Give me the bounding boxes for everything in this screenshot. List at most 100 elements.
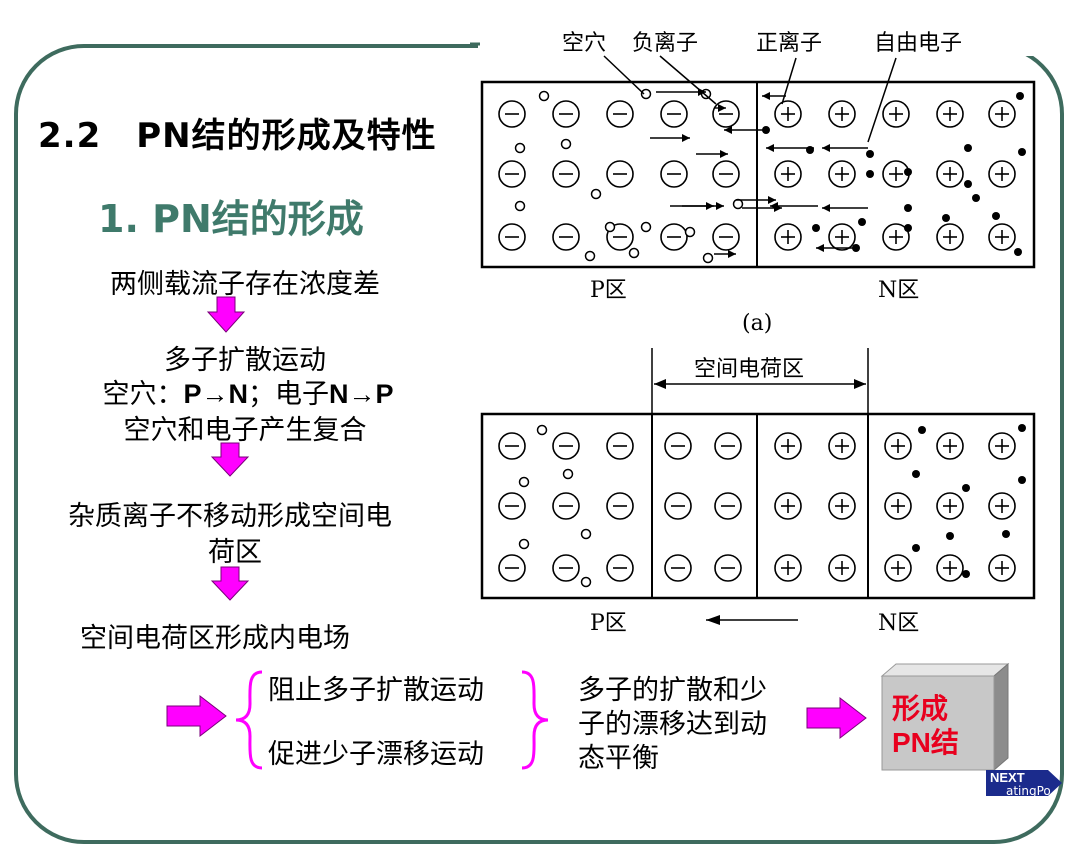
down-arrow-icon (210, 442, 250, 477)
negative-ion (498, 432, 526, 460)
positive-ion (774, 223, 802, 251)
free-electron (904, 168, 912, 176)
flow-step-4: 空间电荷区形成内电场 (80, 623, 350, 654)
negative-ion (498, 100, 526, 128)
free-electron (972, 194, 980, 202)
negative-ion (660, 223, 688, 251)
carrier-arrow (770, 202, 818, 210)
hole (514, 142, 526, 154)
positive-ion (884, 554, 912, 582)
positive-ion (774, 432, 802, 460)
free-electron (904, 224, 912, 232)
hole (518, 538, 530, 550)
negative-ion (664, 432, 692, 460)
free-electron (1018, 476, 1026, 484)
positive-ion (884, 492, 912, 520)
negative-ion (714, 492, 742, 520)
negative-ion (714, 432, 742, 460)
free-electron (1018, 424, 1026, 432)
positive-ion (828, 554, 856, 582)
diagram-a-carriers (514, 88, 1026, 264)
negative-ion (552, 160, 580, 188)
free-electron (962, 570, 970, 578)
page-title: 2.2 PN结的形成及特性 (38, 116, 437, 156)
negative-ion (712, 223, 740, 251)
free-electron (1002, 530, 1010, 538)
carrier-arrow (822, 204, 868, 212)
label-hole: 空穴 (562, 31, 606, 56)
free-electron (1016, 92, 1024, 100)
free-electron (912, 544, 920, 552)
hole (604, 221, 616, 233)
negative-ion (606, 160, 634, 188)
carrier-arrow (736, 196, 776, 204)
hole (518, 476, 530, 488)
down-arrow-icon (210, 566, 250, 601)
hole (628, 247, 640, 259)
positive-ion (828, 223, 856, 251)
diagram-b-n-region: N区 (878, 611, 919, 636)
positive-ion (988, 100, 1016, 128)
flow-step-2-line3: 空穴和电子产生复合 (123, 415, 367, 446)
next-button-label[interactable]: NEXT (990, 770, 1025, 785)
positive-ion (936, 100, 964, 128)
hole (732, 198, 744, 210)
free-electron (992, 212, 1000, 220)
free-electron (964, 144, 972, 152)
free-electron (946, 532, 954, 540)
carrier-arrow (650, 134, 690, 142)
result-box-text: 形成 PN结 (892, 692, 959, 760)
result-line-3: 态平衡 (578, 743, 659, 774)
positive-ion (936, 160, 964, 188)
hole (580, 576, 592, 588)
positive-ion (936, 492, 964, 520)
negative-ion (498, 160, 526, 188)
hole (640, 88, 652, 100)
flow-text-bold: P→N (183, 379, 248, 409)
effect-2: 促进少子漂移运动 (268, 739, 484, 770)
carrier-arrow (714, 250, 736, 258)
hole (640, 221, 652, 233)
positive-ion (882, 100, 910, 128)
free-electron (1018, 148, 1026, 156)
down-arrow-icon (206, 296, 246, 333)
frame-gap (478, 36, 1038, 56)
carrier-arrow (766, 144, 814, 152)
hole (562, 468, 574, 480)
negative-ion (714, 554, 742, 582)
positive-ion (988, 160, 1016, 188)
positive-ion (936, 554, 964, 582)
section-subtitle: 1. PN结的形成 (98, 197, 364, 241)
negative-ion (498, 223, 526, 251)
carrier-arrow (724, 126, 766, 134)
positive-ion (988, 492, 1016, 520)
negative-ion (498, 492, 526, 520)
free-electron (866, 150, 874, 158)
result-box (880, 662, 1010, 772)
free-electron (942, 214, 950, 222)
flow-step-3-line2: 荷区 (208, 537, 262, 568)
negative-ion (552, 223, 580, 251)
positive-ion (936, 432, 964, 460)
positive-ion (988, 223, 1016, 251)
carrier-arrow (696, 150, 728, 158)
free-electron (1014, 248, 1022, 256)
free-electron (904, 204, 912, 212)
negative-ion (664, 554, 692, 582)
diagram-b-ions (498, 432, 1016, 582)
free-electron (912, 470, 920, 478)
positive-ion (774, 160, 802, 188)
free-electron (812, 224, 820, 232)
diagram-a-caption: (a) (742, 311, 772, 336)
free-electron (964, 180, 972, 188)
frame-line-top (470, 42, 480, 46)
positive-ion (828, 492, 856, 520)
flow-step-3-line1: 杂质离子不移动形成空间电 (68, 501, 392, 532)
next-button[interactable] (986, 770, 1062, 796)
negative-ion (552, 100, 580, 128)
flow-step-2-line1: 多子扩散运动 (164, 345, 326, 376)
flow-step-2-line2: 空穴：P→N；电子N→P (58, 372, 438, 411)
negative-ion (498, 554, 526, 582)
hole (536, 424, 548, 436)
result-line-2: 子的漂移达到动 (578, 709, 767, 740)
